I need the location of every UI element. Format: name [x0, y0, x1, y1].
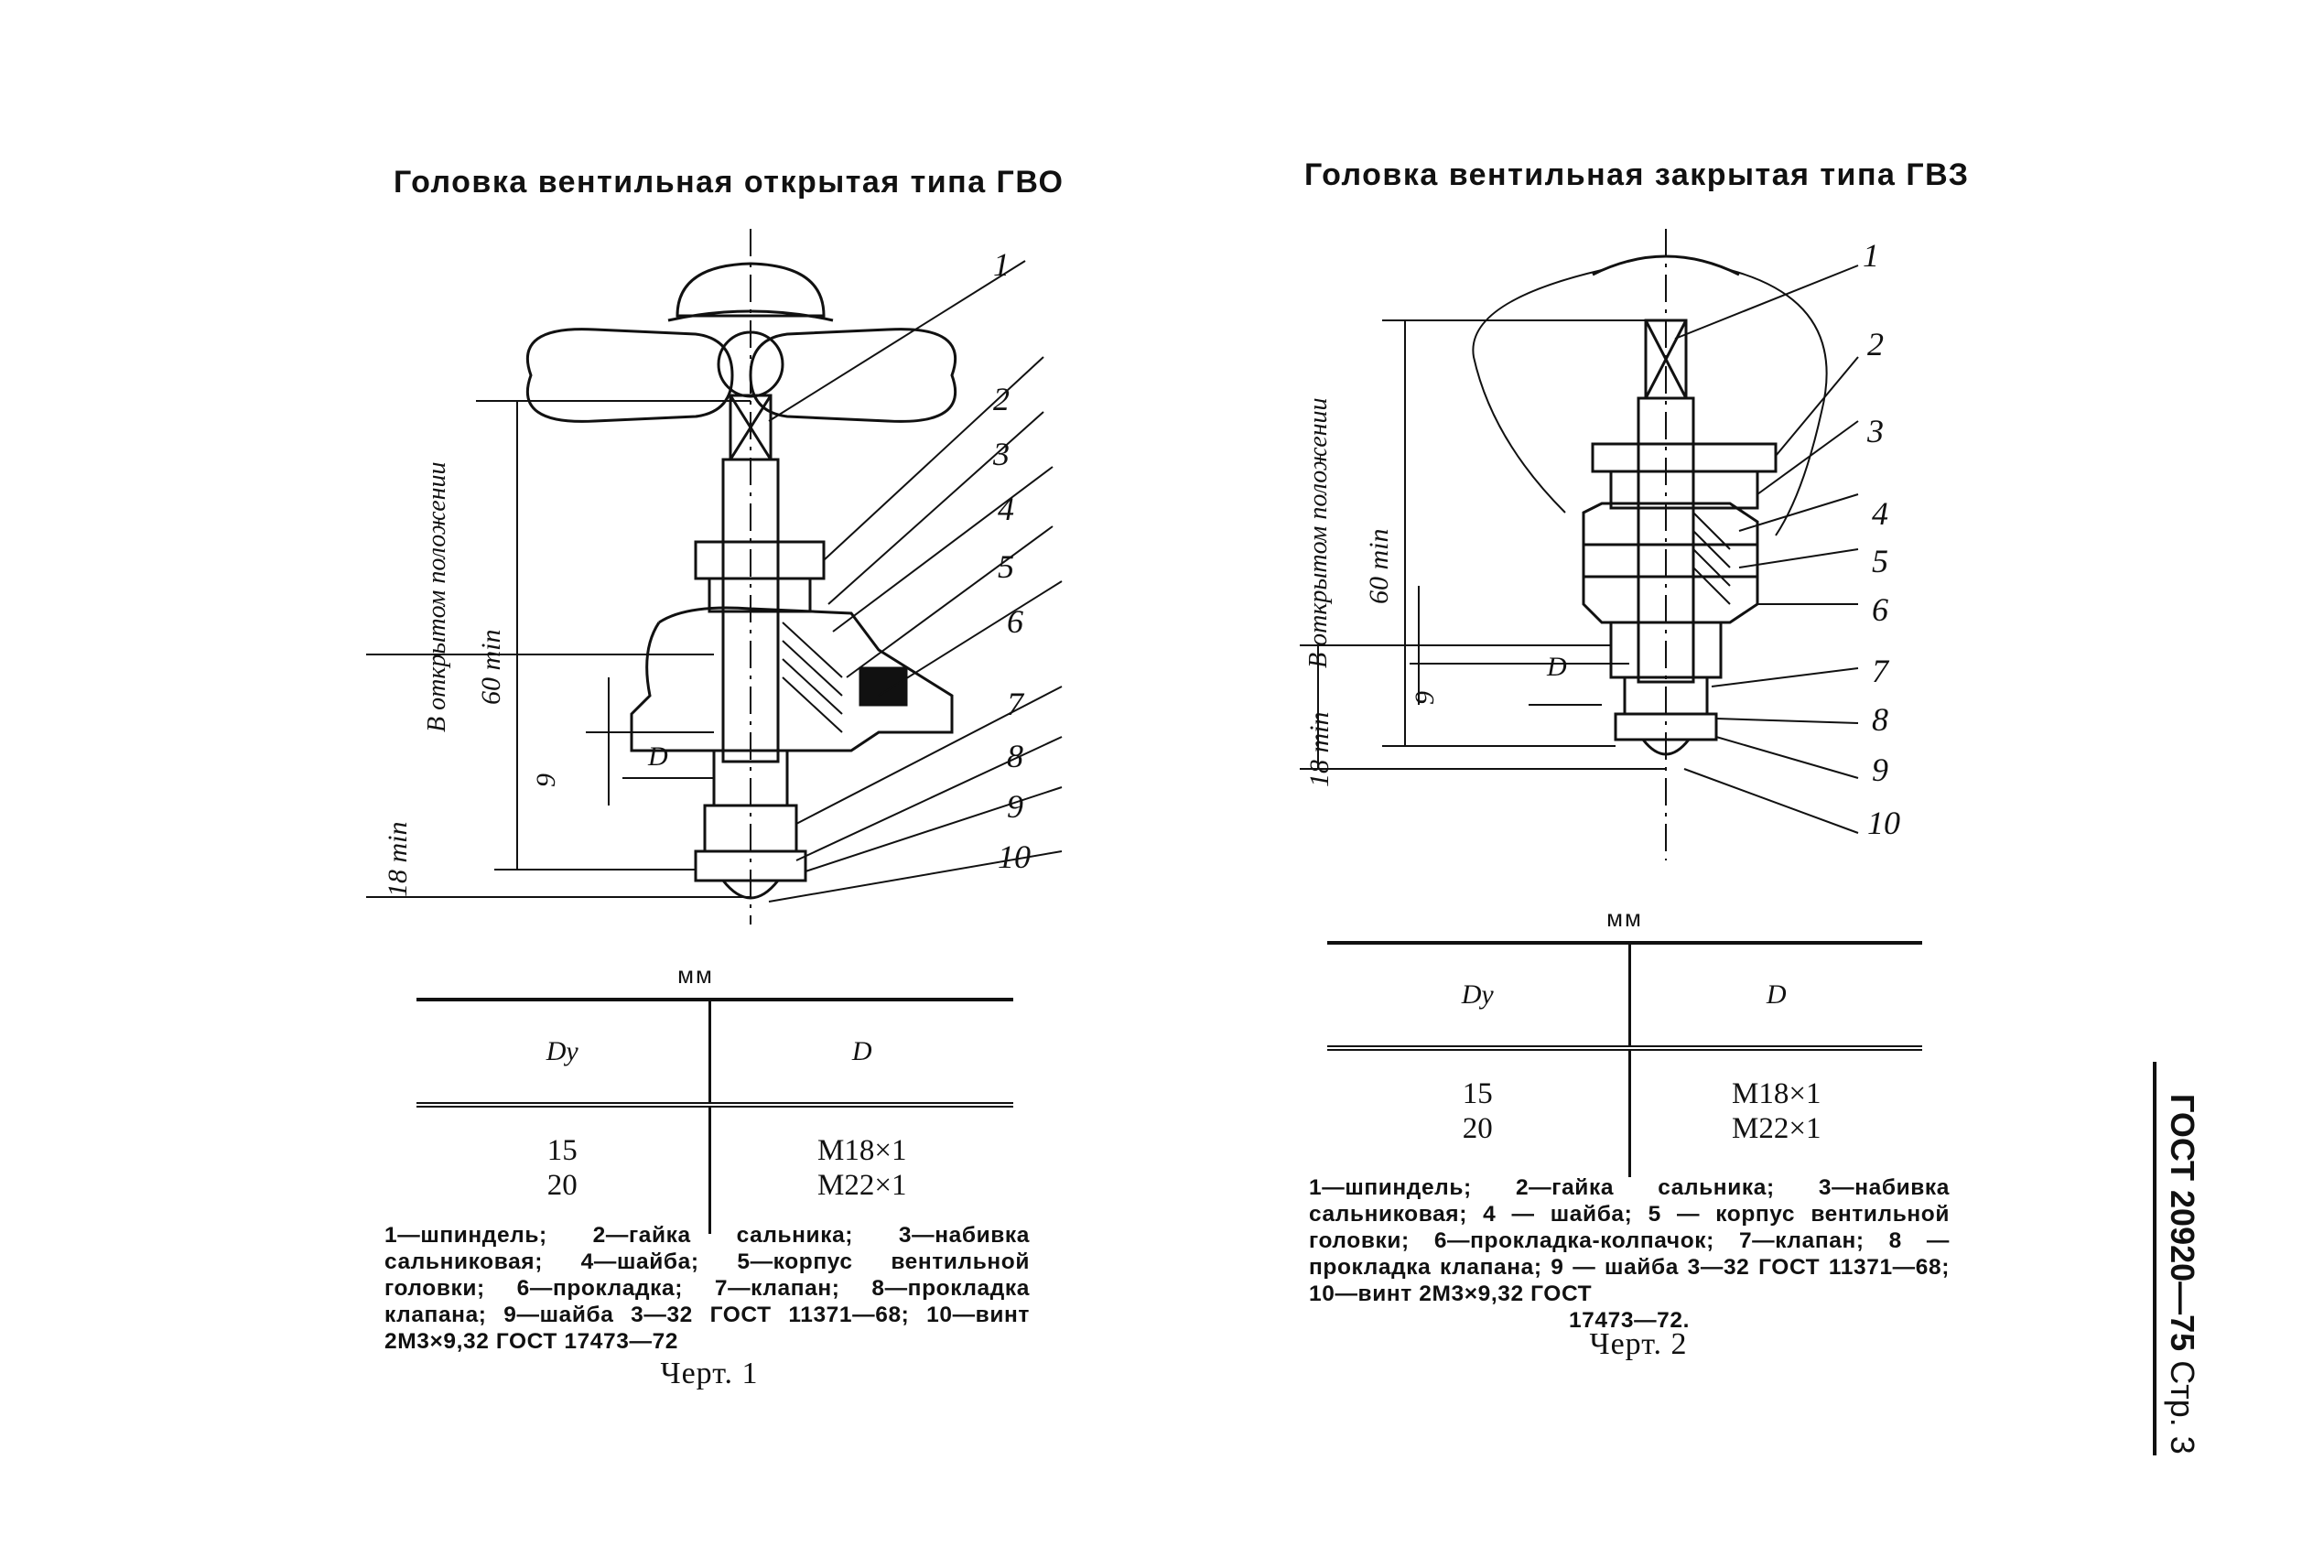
right-valve-drawing: [1300, 220, 1886, 879]
left-callout-5: 5: [998, 548, 1014, 585]
side-header: ГОСТ 20920—75 Стр. 3: [2163, 1094, 2201, 1454]
right-dim-open-position: В открытом положении: [1304, 397, 1333, 668]
left-callout-3: 3: [993, 436, 1010, 472]
right-title: Головка вентильная закрытая типа ГВЗ: [1304, 157, 1970, 192]
left-spec-table: Dy D 15 20 М18×1 М22×1: [416, 998, 1013, 1234]
left-figure-caption: Черт. 1: [660, 1357, 759, 1390]
right-td-d: М18×1 М22×1: [1629, 1048, 1922, 1177]
left-th-dy: Dy: [416, 1000, 711, 1105]
right-callout-10: 10: [1867, 805, 1900, 841]
right-callout-1: 1: [1863, 237, 1879, 274]
right-dim-9: 9: [1410, 691, 1440, 705]
left-dim-60min: 60 min: [476, 629, 506, 706]
left-unit-label: мм: [677, 961, 714, 989]
right-figure-caption: Черт. 2: [1589, 1327, 1688, 1361]
right-dim-60min: 60 min: [1364, 528, 1394, 605]
left-dim-18min: 18 min: [383, 821, 413, 898]
right-callout-2: 2: [1867, 326, 1884, 362]
left-dim-open-position: В открытом положении: [423, 461, 451, 732]
left-cell-dy-2: 20: [546, 1169, 578, 1202]
left-callout-6: 6: [1007, 603, 1023, 640]
left-callout-2: 2: [993, 381, 1010, 417]
left-legend: 1—шпиндель; 2—гайка сальника; 3—набивка …: [384, 1223, 1030, 1354]
right-callout-9: 9: [1872, 752, 1888, 788]
left-title: Головка вентильная открытая типа ГВО: [394, 165, 1065, 200]
right-callout-4: 4: [1872, 495, 1888, 532]
left-cell-d-1: М18×1: [817, 1134, 907, 1167]
right-legend: 1—шпиндель; 2—гайка сальника; 3—набивка …: [1309, 1174, 1950, 1334]
right-spec-table: Dy D 15 20 М18×1 М22×1: [1327, 941, 1922, 1177]
right-cell-dy-1: 15: [1462, 1077, 1493, 1110]
left-cell-dy-1: 15: [546, 1134, 578, 1167]
right-dim-d: D: [1547, 652, 1567, 682]
left-callout-1: 1: [993, 246, 1010, 283]
right-cell-d-1: М18×1: [1732, 1077, 1821, 1110]
right-th-d: D: [1766, 979, 1787, 1010]
left-th-d: D: [851, 1036, 872, 1066]
right-callout-8: 8: [1872, 701, 1888, 738]
left-td-dy: 15 20: [416, 1105, 711, 1234]
right-legend-main: 1—шпиндель; 2—гайка сальника; 3—набивка …: [1309, 1175, 1950, 1306]
right-callout-6: 6: [1872, 591, 1888, 628]
right-legend-last: 17473—72.: [1568, 1308, 1691, 1333]
right-th-dy: Dy: [1327, 943, 1631, 1048]
left-callout-8: 8: [1007, 738, 1023, 774]
right-callout-3: 3: [1867, 413, 1884, 449]
left-callout-7: 7: [1007, 686, 1023, 722]
side-standard: ГОСТ 20920—75: [2164, 1094, 2201, 1352]
right-cell-d-2: М22×1: [1732, 1112, 1821, 1145]
left-callout-9: 9: [1007, 788, 1023, 825]
side-rule: [2153, 1062, 2156, 1455]
left-callout-4: 4: [998, 491, 1014, 527]
left-td-d: М18×1 М22×1: [709, 1105, 1013, 1234]
right-unit-label: мм: [1606, 904, 1643, 932]
side-page: Стр. 3: [2164, 1360, 2201, 1454]
left-cell-d-2: М22×1: [817, 1169, 907, 1202]
right-dim-18min: 18 min: [1304, 711, 1335, 788]
right-callout-7: 7: [1872, 653, 1888, 689]
right-td-dy: 15 20: [1327, 1048, 1631, 1177]
left-dim-9: 9: [531, 773, 561, 787]
left-dim-d: D: [648, 741, 668, 772]
left-valve-drawing: [366, 220, 1080, 934]
right-cell-dy-2: 20: [1462, 1112, 1493, 1145]
right-callout-5: 5: [1872, 543, 1888, 579]
left-callout-10: 10: [998, 838, 1031, 875]
